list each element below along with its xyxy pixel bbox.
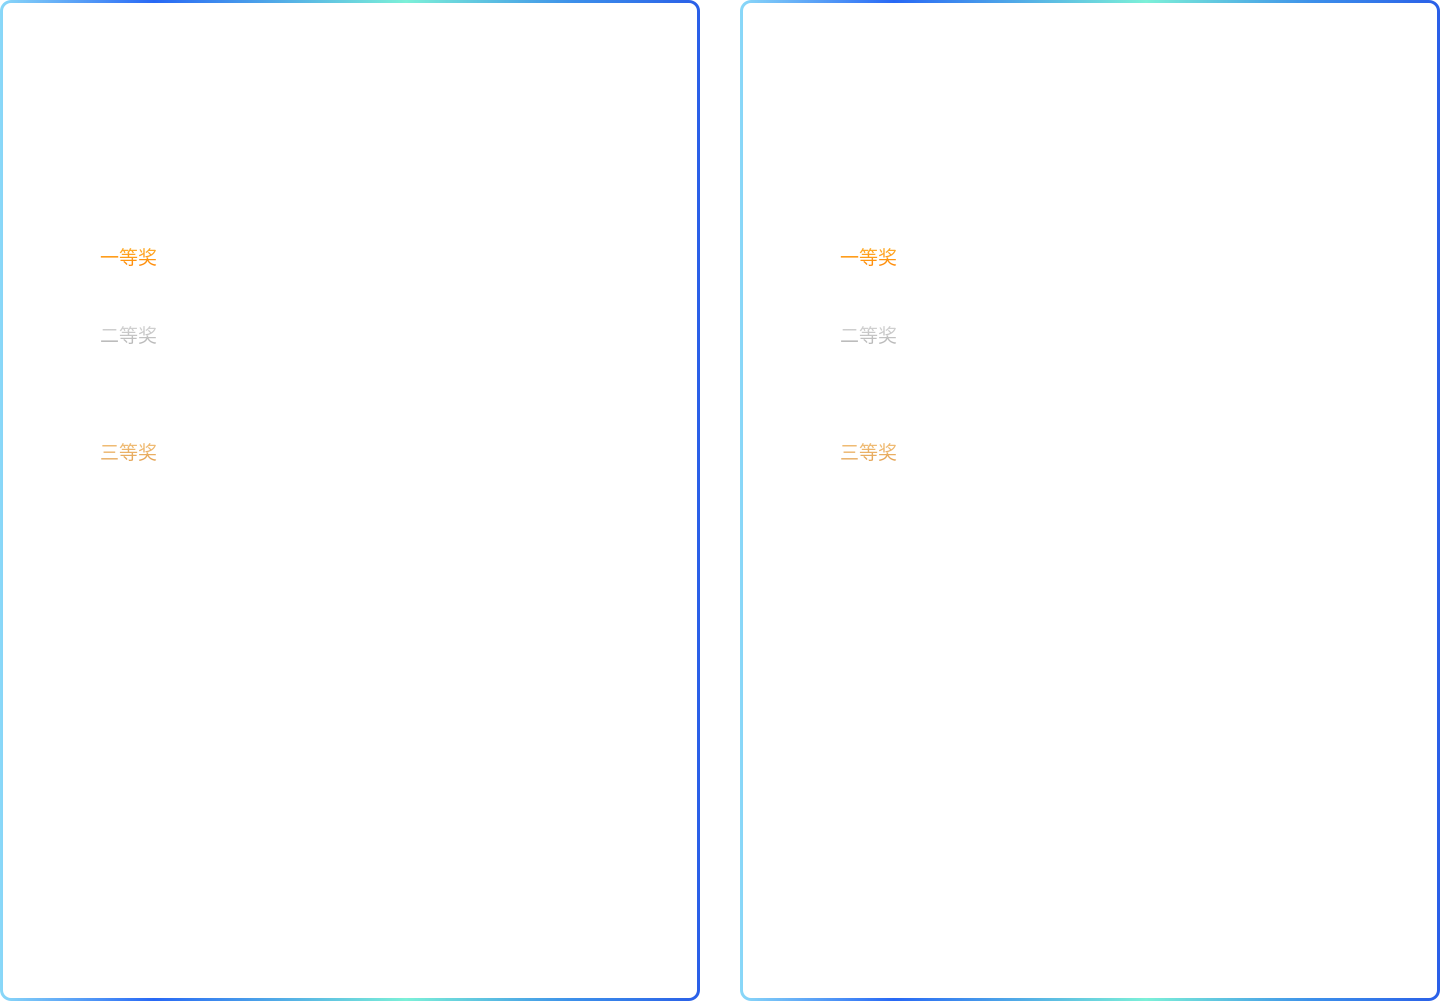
first-prize-label: 一等奖 — [100, 247, 158, 269]
prize-panel-left: 一等奖 二等奖 三等奖 — [0, 0, 700, 1001]
prize-panel-content: 一等奖 二等奖 三等奖 — [743, 3, 1437, 998]
prize-panel-content: 一等奖 二等奖 三等奖 — [3, 3, 697, 998]
third-prize-label: 三等奖 — [100, 442, 158, 464]
second-prize-label: 二等奖 — [840, 325, 898, 347]
first-prize-label: 一等奖 — [840, 247, 898, 269]
third-prize-label: 三等奖 — [840, 442, 898, 464]
prize-panel-right: 一等奖 二等奖 三等奖 — [740, 0, 1440, 1001]
second-prize-label: 二等奖 — [100, 325, 158, 347]
